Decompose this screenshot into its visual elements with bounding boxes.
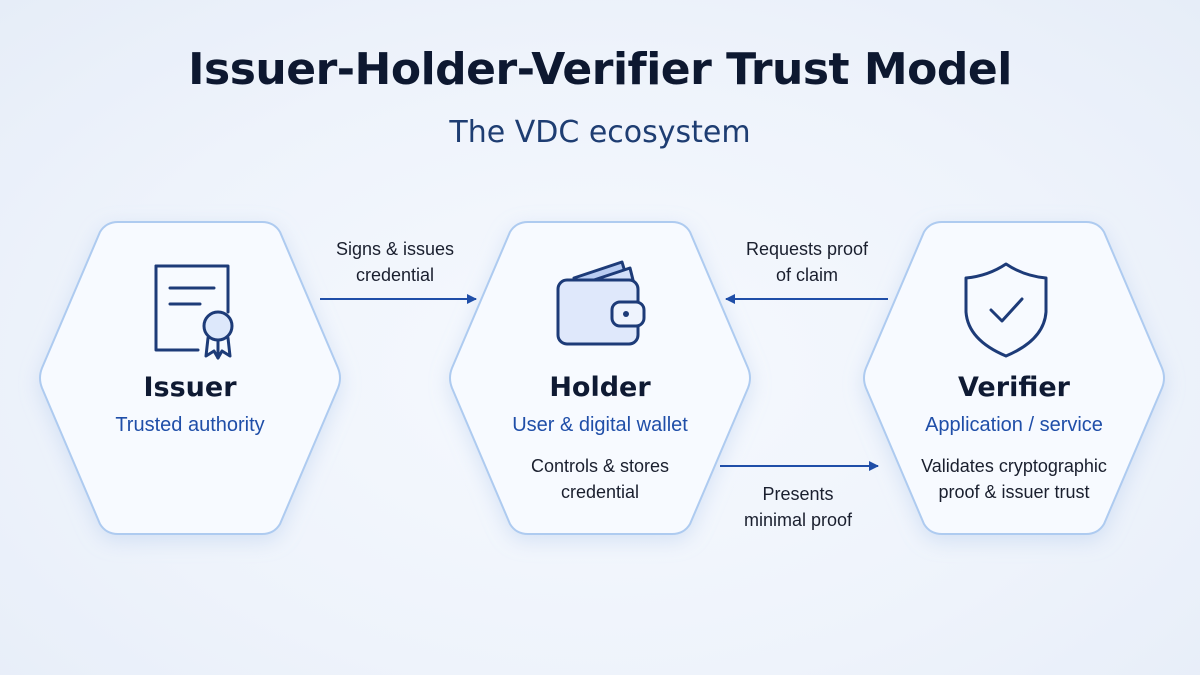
page-subtitle: The VDC ecosystem [449, 115, 751, 150]
issue-edge-label-line2: credential [355, 265, 435, 285]
verifier-description: Validates cryptographic proof & issuer t… [884, 453, 1144, 505]
issuer-hexagon [39, 221, 341, 535]
issuer-title: Issuer [143, 372, 237, 403]
verifier-title: Verifier [958, 372, 1070, 403]
present-edge-label-line2: minimal proof [743, 510, 853, 530]
verifier-description-line2: proof & issuer trust [938, 482, 1090, 502]
shield-check-icon [964, 262, 1048, 358]
verifier-role: Application / service [925, 414, 1103, 436]
holder-title: Holder [549, 372, 651, 403]
holder-description-line2: credential [560, 482, 640, 502]
present-edge-label-line1: Presents [762, 484, 834, 504]
certificate-icon [154, 264, 234, 360]
holder-description: Controls & stores credential [470, 453, 730, 505]
verifier-description-line1: Validates cryptographic [921, 456, 1107, 476]
present-edge-label: Presents minimal proof [698, 481, 898, 533]
holder-role: User & digital wallet [512, 414, 688, 436]
request-edge-label-line2: of claim [775, 265, 838, 285]
verifier-hexagon [863, 221, 1165, 535]
request-edge-label: Requests proof of claim [707, 236, 907, 288]
request-edge-label-line1: Requests proof [745, 239, 869, 259]
holder-description-line1: Controls & stores [530, 456, 670, 476]
page-title: Issuer-Holder-Verifier Trust Model [188, 44, 1012, 95]
wallet-icon [556, 260, 646, 346]
holder-hexagon [449, 221, 751, 535]
issuer-role: Trusted authority [115, 414, 265, 436]
issue-edge-label-line1: Signs & issues [335, 239, 455, 259]
issue-edge-label: Signs & issues credential [295, 236, 495, 288]
